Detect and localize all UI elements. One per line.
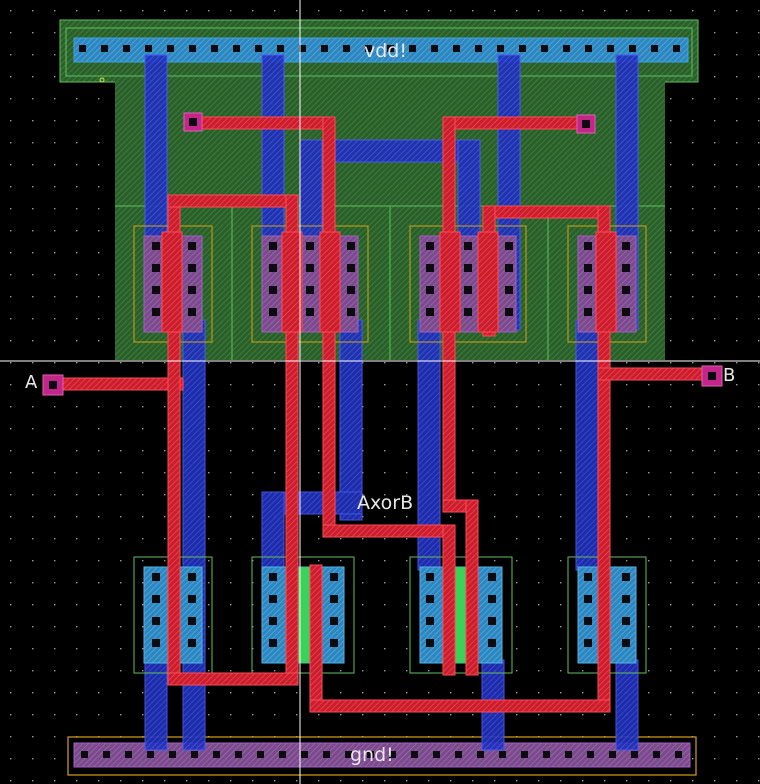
poly-routing xyxy=(47,116,713,713)
origin-marker xyxy=(99,77,105,83)
poly-contacts xyxy=(183,112,596,134)
pin-b[interactable] xyxy=(701,365,723,387)
pin-a[interactable] xyxy=(42,374,64,396)
vdd-rail xyxy=(73,37,689,63)
gnd-rail xyxy=(67,736,697,776)
diffusion-contacts xyxy=(152,242,630,647)
